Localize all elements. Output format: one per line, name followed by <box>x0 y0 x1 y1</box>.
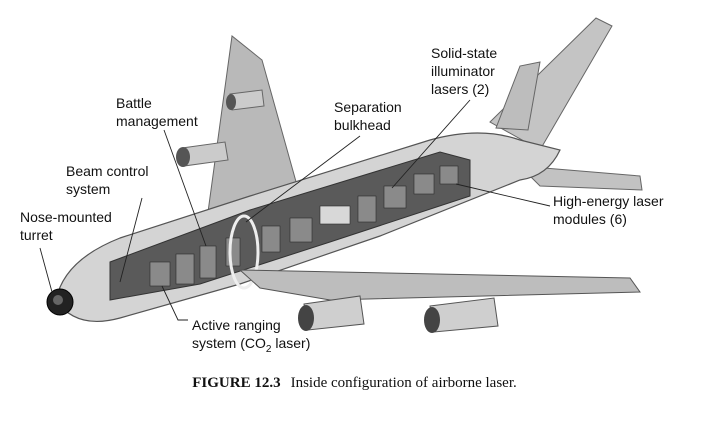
vertical-stabilizer <box>489 17 613 151</box>
near-engine-outer <box>424 297 499 333</box>
leader-beam-control <box>119 197 143 283</box>
figure-caption: FIGURE 12.3 Inside configuration of airbo… <box>0 375 709 392</box>
label-nose-turret: Nose-mounted turret <box>20 209 112 243</box>
active-ranging-line2-prefix: system (CO <box>192 335 266 351</box>
leader-nose-turret <box>39 247 53 293</box>
label-illuminator-lasers: Solid-state illuminator lasers (2) <box>431 45 498 97</box>
near-wing <box>238 269 641 301</box>
active-ranging-line1: Active ranging <box>192 317 281 333</box>
figure-number: FIGURE 12.3 <box>192 375 281 391</box>
turret-window <box>53 295 63 305</box>
leader-active-ranging <box>161 285 188 321</box>
active-ranging-line2-suffix: laser) <box>271 335 311 351</box>
label-battle-management: Battle management <box>116 95 198 129</box>
figure-caption-text: Inside configuration of airborne laser. <box>290 375 517 391</box>
interior-equipment <box>149 165 459 287</box>
leader-separation-bulkhead <box>245 135 361 223</box>
leader-lines <box>39 99 551 321</box>
far-horizontal-stabilizer <box>495 61 541 131</box>
near-engine-inner <box>298 295 365 331</box>
label-active-ranging: Active ranging system (CO2 laser) <box>192 316 310 359</box>
leader-battle-management <box>163 129 207 247</box>
leader-high-energy-modules <box>455 183 551 207</box>
leader-illuminator-lasers <box>391 99 471 189</box>
separation-bulkhead <box>228 214 260 290</box>
label-separation-bulkhead: Separation bulkhead <box>334 99 402 133</box>
label-high-energy-modules: High-energy laser modules (6) <box>553 193 664 227</box>
label-beam-control: Beam control system <box>66 163 149 197</box>
far-engine-outer <box>226 89 265 111</box>
co2-subscript: 2 <box>265 343 272 355</box>
far-engine-inner <box>176 141 229 167</box>
near-horizontal-stabilizer <box>518 165 643 191</box>
